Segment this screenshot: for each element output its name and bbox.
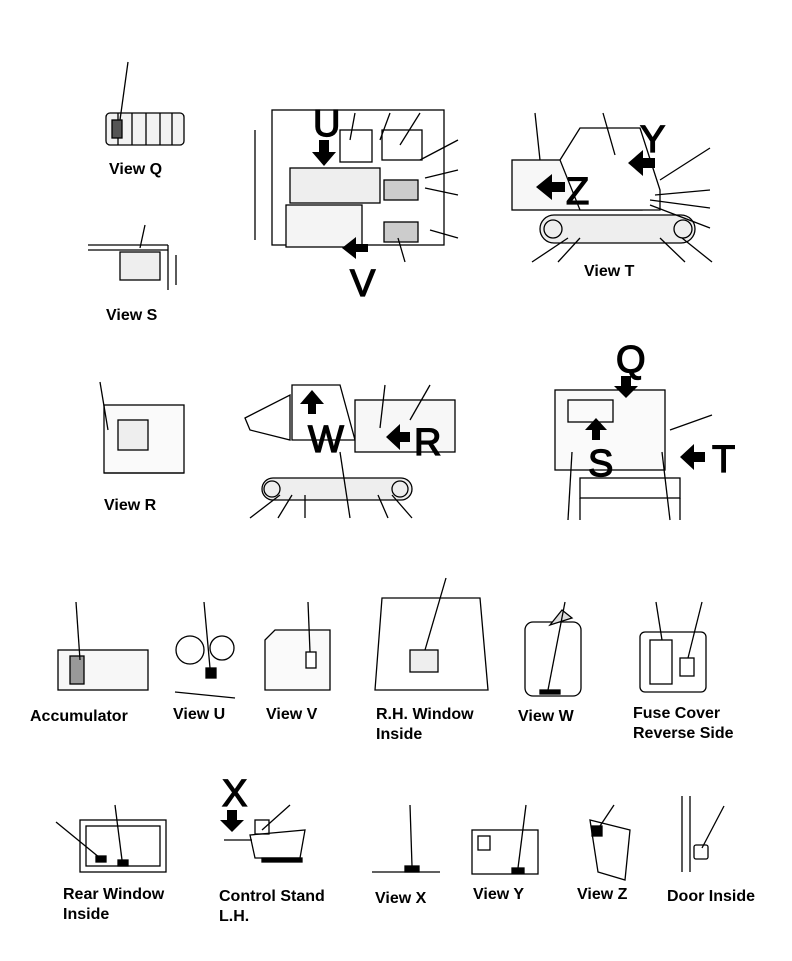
arrow-letter-q: Q bbox=[616, 339, 646, 381]
caption-rear-window-line1: Rear Window bbox=[63, 886, 165, 903]
view-z-drawing bbox=[589, 804, 631, 881]
view-r-drawing bbox=[99, 381, 185, 474]
machine-side-view bbox=[244, 384, 456, 519]
caption-control-stand-line1: Control Stand bbox=[219, 888, 325, 905]
machine-front-view bbox=[554, 376, 713, 521]
caption-view-u: View U bbox=[173, 706, 226, 723]
caption-fuse-line2: Reverse Side bbox=[633, 725, 734, 742]
accumulator-drawing bbox=[57, 601, 149, 691]
rh-window-drawing bbox=[374, 577, 489, 691]
arrow-letter-w: W bbox=[308, 419, 344, 461]
caption-rear-window-line2: Inside bbox=[63, 906, 110, 923]
caption-rh-window-line1: R.H. Window bbox=[376, 706, 474, 723]
caption-view-v: View V bbox=[266, 706, 318, 723]
view-q-drawing bbox=[105, 61, 185, 146]
control-stand-drawing bbox=[220, 804, 306, 863]
view-u-drawing bbox=[174, 601, 236, 699]
arrow-letter-u: U bbox=[313, 103, 340, 145]
caption-rh-window-line2: Inside bbox=[376, 726, 423, 743]
caption-view-s: View S bbox=[106, 307, 158, 324]
view-w-drawing bbox=[524, 601, 582, 697]
caption-accumulator: Accumulator bbox=[30, 708, 128, 725]
arrow-letter-x: X bbox=[222, 773, 247, 815]
rear-window-drawing bbox=[55, 804, 167, 873]
caption-door-inside: Door Inside bbox=[667, 888, 756, 905]
caption-view-r: View R bbox=[104, 497, 157, 514]
caption-fuse-line1: Fuse Cover bbox=[633, 705, 721, 722]
arrow-letter-r: R bbox=[414, 422, 441, 464]
view-v-drawing bbox=[264, 601, 331, 691]
caption-view-x: View X bbox=[375, 890, 427, 907]
arrow-letter-z: Z bbox=[566, 171, 589, 213]
view-x-drawing bbox=[372, 804, 440, 873]
caption-view-w: View W bbox=[518, 708, 574, 725]
arrow-letter-v: V bbox=[350, 263, 376, 305]
view-y-drawing bbox=[471, 804, 539, 875]
machine-top-view bbox=[254, 109, 459, 263]
caption-control-stand-line2: L.H. bbox=[219, 908, 250, 925]
arrow-letter-y: Y bbox=[640, 119, 665, 161]
arrow-letter-s: S bbox=[588, 443, 613, 485]
caption-view-t: View T bbox=[584, 263, 635, 280]
caption-view-z: View Z bbox=[577, 886, 628, 903]
fuse-cover-drawing bbox=[639, 601, 707, 693]
door-inside-drawing bbox=[681, 796, 725, 872]
view-s-drawing bbox=[88, 224, 177, 290]
arrow-letter-t: T bbox=[712, 439, 735, 481]
caption-view-q: View Q bbox=[109, 161, 163, 178]
caption-view-y: View Y bbox=[473, 886, 524, 903]
view-t-drawing bbox=[511, 112, 713, 263]
